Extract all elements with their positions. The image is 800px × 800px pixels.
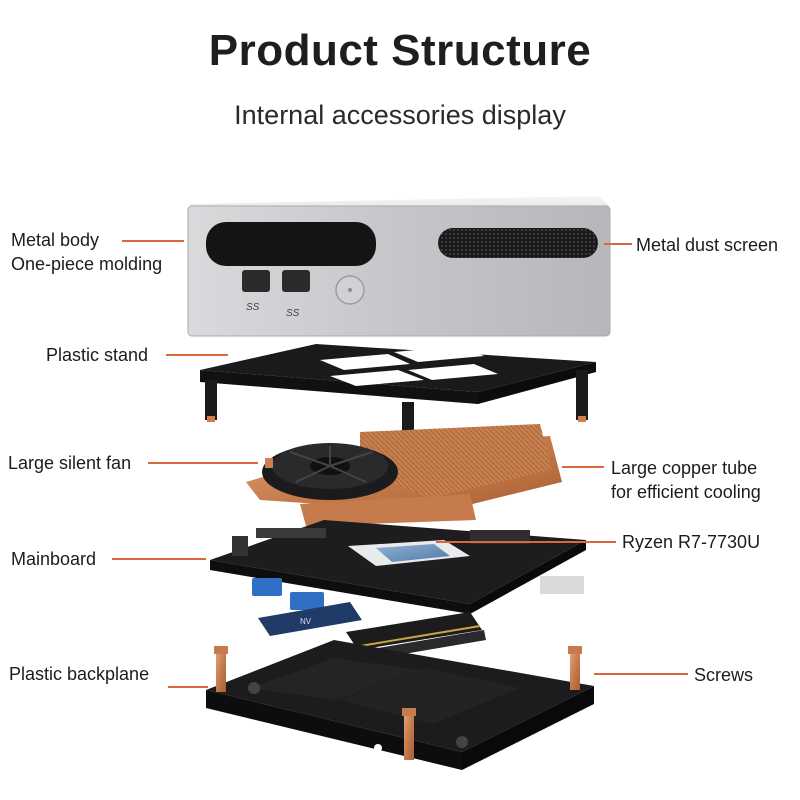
label-cpu: Ryzen R7-7730U <box>622 532 761 552</box>
label-plastic-backplane: Plastic backplane <box>9 664 150 684</box>
ram-stick <box>346 612 482 650</box>
metal-body-chassis: SS SS <box>187 196 611 337</box>
leader-line <box>594 673 688 675</box>
label-plastic-stand: Plastic stand <box>46 345 149 365</box>
usb-port <box>282 270 310 292</box>
usb3-port <box>252 578 282 596</box>
usb3-port <box>290 592 324 610</box>
usb-mark-2: SS <box>286 308 300 319</box>
label-efficient-cooling: for efficient cooling <box>611 482 761 502</box>
usb-mark-1: SS <box>246 302 260 313</box>
leader-line <box>112 558 206 560</box>
leader-line <box>562 466 604 468</box>
page-title: Product Structure <box>208 26 592 75</box>
label-metal-body: Metal body <box>11 230 100 250</box>
usb-port <box>242 270 270 292</box>
plastic-backplane <box>206 640 594 770</box>
leader-line <box>604 243 632 245</box>
m2-ssd <box>258 602 362 636</box>
leader-line <box>166 354 228 356</box>
leader-line <box>122 240 184 242</box>
cooling-module <box>246 424 562 526</box>
leader-line <box>148 462 258 464</box>
label-metal-dust-screen: Metal dust screen <box>636 235 779 255</box>
label-one-piece-molding: One-piece molding <box>11 254 163 274</box>
label-screws: Screws <box>694 665 754 685</box>
standoff-screw <box>216 652 226 692</box>
standoff-screw <box>404 714 414 760</box>
dust-screen-mesh <box>438 228 598 258</box>
label-large-copper-tube: Large copper tube <box>611 458 758 478</box>
standoff-screw <box>570 652 580 690</box>
label-mainboard: Mainboard <box>11 549 97 569</box>
leader-line <box>168 686 208 688</box>
m2-mark: NV <box>300 617 312 626</box>
label-large-silent-fan: Large silent fan <box>8 453 132 473</box>
page-subtitle: Internal accessories display <box>234 100 566 130</box>
leader-line <box>436 541 616 543</box>
plastic-stand <box>200 344 596 460</box>
cpu-chip <box>376 544 450 562</box>
front-vent-panel <box>206 222 376 266</box>
